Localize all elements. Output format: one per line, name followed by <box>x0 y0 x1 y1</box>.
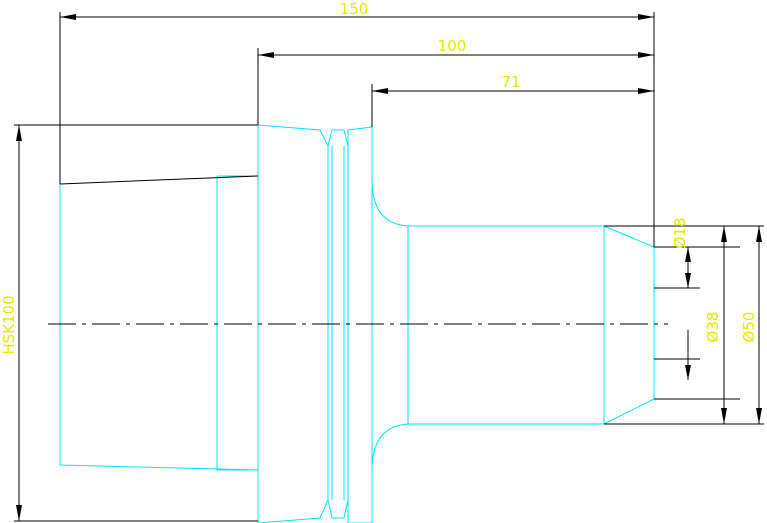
arrow-150-left <box>60 14 76 20</box>
arrow-18-top <box>685 247 691 262</box>
arrow-18-bottom <box>685 273 691 288</box>
arrow-100-right <box>638 52 654 58</box>
dim-text-18: Ø18 <box>671 218 689 249</box>
dim-text-150: 150 <box>340 0 369 18</box>
arrow-50-top <box>756 226 762 242</box>
arrow-71-right <box>638 88 654 94</box>
hsk-taper-outline <box>59 184 259 471</box>
arrow-hsk-top <box>16 125 22 141</box>
arrow-71-left <box>372 88 388 94</box>
neck-fillet-bottom <box>371 423 411 471</box>
arrow-150-right <box>638 14 654 20</box>
arrow-38-bottom <box>685 365 691 380</box>
collar-outline <box>347 126 373 523</box>
dim-text-50: Ø50 <box>740 312 758 343</box>
taper-top-edge <box>59 175 259 185</box>
neck-fillet-top <box>371 179 411 227</box>
dimension-lines <box>14 12 764 522</box>
dim-text-38: Ø38 <box>704 312 722 343</box>
arrow-38-low <box>721 408 727 424</box>
dim-text-100: 100 <box>438 37 467 55</box>
arrow-50-bottom <box>756 408 762 424</box>
tip-chamfer-top <box>603 225 655 248</box>
tip-chamfer-bottom <box>603 398 655 425</box>
dim-text-71: 71 <box>501 73 520 91</box>
arrow-100-left <box>258 52 274 58</box>
flange-groove-bottom <box>327 499 349 519</box>
flange-groove-top <box>327 129 349 147</box>
arrow-hsk-bottom <box>16 505 22 521</box>
arrow-38-top <box>721 226 727 242</box>
dim-text-hsk: HSK100 <box>0 295 18 354</box>
part-outline <box>59 124 655 523</box>
